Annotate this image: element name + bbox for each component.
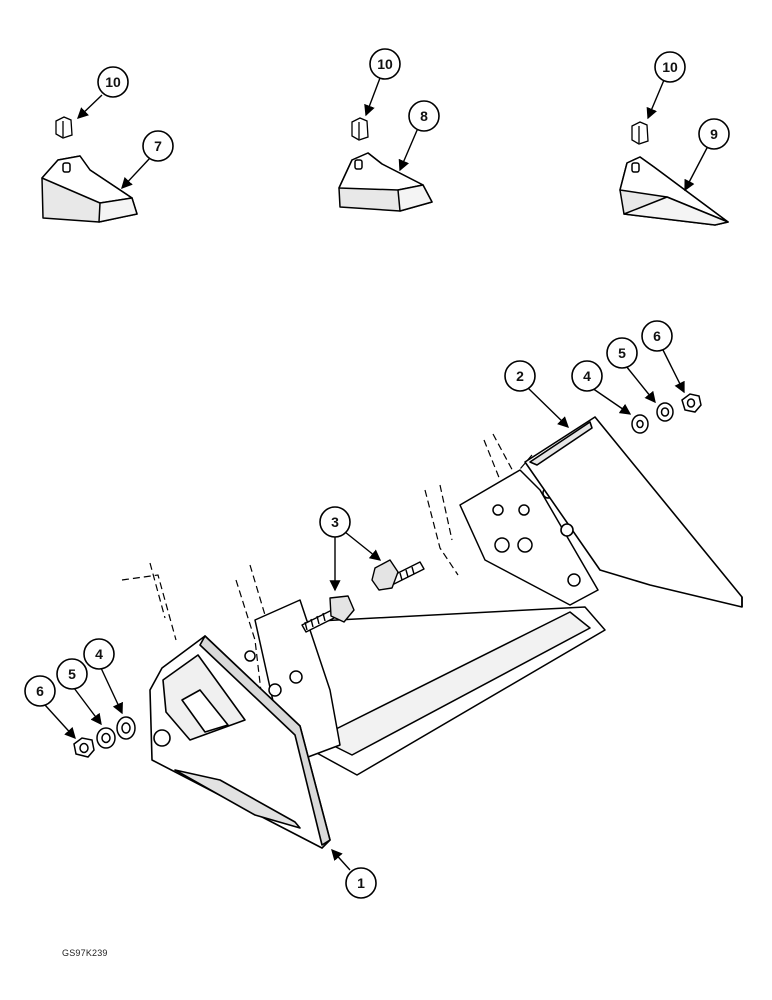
callout-10-b: 10: [369, 48, 401, 80]
bolt-part-3-right: [371, 559, 425, 591]
callout-5-right: 5: [606, 337, 638, 369]
callout-label: 4: [583, 368, 591, 384]
callout-10-a: 10: [97, 66, 129, 98]
callout-label: 10: [377, 56, 393, 72]
callout-label: 2: [516, 368, 524, 384]
pin-part-10-c: [631, 121, 649, 145]
callout-2: 2: [504, 360, 536, 392]
lockwasher-part-5-left: [96, 727, 116, 749]
callout-label: 6: [36, 683, 44, 699]
callout-9: 9: [698, 118, 730, 150]
bolt-part-3-left: [301, 595, 355, 633]
callout-4-left: 4: [83, 638, 115, 670]
callout-5-left: 5: [56, 658, 88, 690]
washer-part-4-right: [631, 414, 649, 434]
callout-label: 10: [105, 74, 121, 90]
bucket-floor: [299, 606, 606, 776]
corner-side-cutter-part-1: [149, 635, 331, 849]
callout-label: 5: [618, 345, 626, 361]
pin-part-10-b: [351, 117, 369, 141]
callout-8: 8: [408, 100, 440, 132]
callout-7: 7: [142, 130, 174, 162]
callout-10-c: 10: [654, 51, 686, 83]
callout-1: 1: [345, 867, 377, 899]
callout-label: 5: [68, 666, 76, 682]
corner-side-cutter-part-2: [524, 416, 743, 608]
lockwasher-part-5-right: [656, 402, 674, 422]
callout-6-right: 6: [641, 320, 673, 352]
callout-label: 6: [653, 328, 661, 344]
washer-part-4-left: [116, 716, 136, 740]
callout-4-right: 4: [571, 360, 603, 392]
pin-part-10-a: [55, 116, 73, 139]
callout-label: 3: [331, 514, 339, 530]
nut-part-6-right: [681, 393, 702, 413]
figure-reference-code: GS97K239: [62, 948, 108, 958]
callout-label: 8: [420, 108, 428, 124]
leader-lines: [44, 77, 709, 871]
callout-label: 9: [710, 126, 718, 142]
callout-6-left: 6: [24, 675, 56, 707]
callout-label: 4: [95, 646, 103, 662]
tooth-part-9: [619, 156, 729, 226]
bucket-edge-plates: [244, 469, 599, 761]
tooth-part-8: [338, 152, 433, 212]
callout-label: 10: [662, 59, 678, 75]
callout-label: 7: [154, 138, 162, 154]
callout-label: 1: [357, 875, 365, 891]
callout-3: 3: [319, 506, 351, 538]
nut-part-6-left: [73, 737, 95, 758]
tooth-part-7: [41, 155, 138, 223]
